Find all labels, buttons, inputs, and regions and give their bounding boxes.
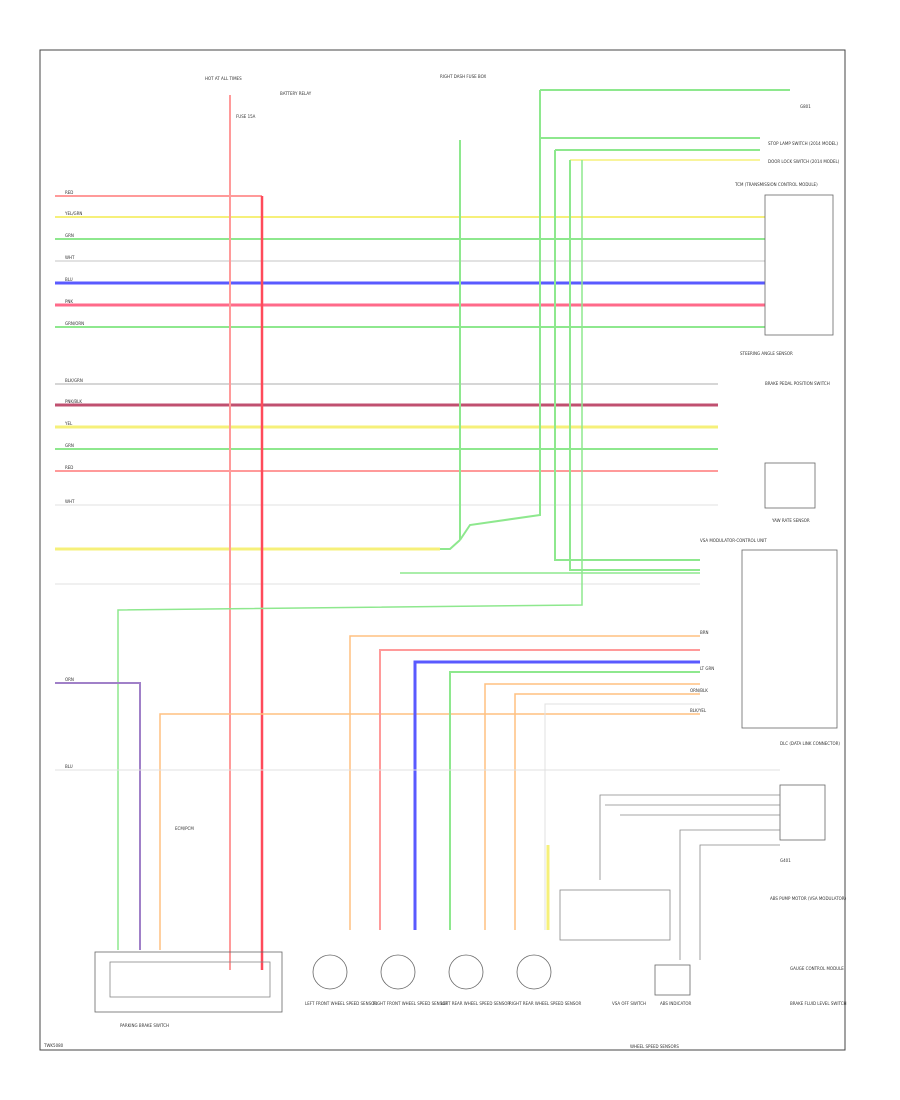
label-parking-brake: PARKING BRAKE SWITCH (120, 1023, 169, 1028)
component-vsa-off (654, 964, 691, 996)
label-right-rear: RIGHT REAR WHEEL SPEED SENSOR (509, 1001, 581, 1006)
wirelabel-pink-blk: PNK/BLK (65, 399, 82, 404)
wire-orange (159, 713, 700, 950)
label-fuse: FUSE 15A (236, 114, 256, 119)
component-vsa (741, 549, 838, 729)
wire-bundle (55, 195, 765, 585)
component-tcm (764, 194, 834, 336)
wirelabel-green: GRN (65, 233, 74, 238)
wirelabel-pink: PNK (65, 299, 73, 304)
label-relay: BATTERY RELAY (280, 91, 312, 96)
label-left-rear: LEFT REAR WHEEL SPEED SENSOR (441, 1001, 510, 1006)
label-ecm: ECM/PCM (175, 826, 194, 831)
wirelabel-yellow: YEL/GRN (64, 211, 82, 216)
wire-lower-right-2 (599, 794, 780, 880)
label-abs-indicator: ABS INDICATOR (660, 1001, 691, 1006)
label-brake-fluid: BRAKE FLUID LEVEL SWITCH (790, 1001, 847, 1006)
label-vsa-off: VSA OFF SWITCH (612, 1001, 646, 1006)
wirelabel-red: RED (65, 190, 73, 195)
label-steering: STEERING ANGLE SENSOR (740, 351, 793, 356)
label-g401: G401 (780, 858, 791, 863)
label-tcm: TCM (TRANSMISSION CONTROL MODULE) (734, 182, 818, 187)
wirelabel-grn2: GRN (65, 443, 74, 448)
label-brake-switch: BRAKE PEDAL POSITION SWITCH (765, 381, 830, 386)
wirelabel-lt-grn: LT GRN (700, 666, 714, 671)
label-left-front: LEFT FRONT WHEEL SPEED SENSOR (305, 1001, 377, 1006)
wire-sensor-5 (484, 683, 700, 930)
wirelabel-blk-grn: BLK/GRN (65, 378, 83, 383)
label-yaw: YAW RATE SENSOR (771, 518, 810, 523)
wheel-sensor-left-rear (448, 954, 484, 990)
label-top-right-ground: G801 (800, 104, 811, 109)
label-abs-motor: ABS PUMP MOTOR (VSA MODULATOR) (770, 896, 847, 901)
wire-sensor-7 (544, 703, 700, 930)
component-left-switch-inner (109, 961, 271, 998)
wirelabel-blu2: BLU (65, 764, 73, 769)
wire-white-down (117, 160, 583, 950)
wire-green-loop (459, 90, 541, 541)
component-abs-box (559, 889, 671, 941)
wire-sensor-2 (379, 649, 700, 930)
wheel-sensor-group (312, 954, 552, 990)
label-upper-switch: STOP LAMP SWITCH (2014 MODEL) (768, 141, 838, 146)
label-vsa: VSA MODULATOR-CONTROL UNIT (700, 538, 767, 543)
label-gauge: GAUGE CONTROL MODULE (790, 966, 844, 971)
wirelabel-yel: YEL (64, 421, 73, 426)
wire-sensor-1 (349, 635, 700, 930)
wirelabel-wht2: WHT (65, 499, 75, 504)
component-dlc (779, 784, 826, 841)
wheel-sensor-right-front (380, 954, 416, 990)
wirelabel-green2: GRN/ORN (65, 321, 84, 326)
wirelabel-white: WHT (65, 255, 75, 260)
label-dlc: DLC (DATA LINK CONNECTOR) (780, 741, 840, 746)
wirelabel-blk-yel: BLK/YEL (690, 708, 707, 713)
component-left-switch (94, 951, 283, 1013)
label-lower-switch: DOOR LOCK SWITCH (2014 MODEL) (768, 159, 840, 164)
wirelabel-orn: ORN (65, 677, 74, 682)
wire-purple (55, 682, 141, 950)
wirelabel-org-blk: ORN/BLK (690, 688, 708, 693)
wire-sensor-3 (413, 660, 700, 930)
wheel-sensor-left-front (312, 954, 348, 990)
wire-green-down-1 (554, 150, 700, 561)
label-hot: HOT AT ALL TIMES (205, 76, 242, 81)
diagram-frame (39, 49, 846, 1051)
wirelabel-brn: BRN (700, 630, 709, 635)
wire-green-jumper (440, 539, 461, 550)
wire-lower-right-5 (679, 829, 780, 960)
wheel-sensor-right-rear (516, 954, 552, 990)
wire-sensor-4 (449, 671, 700, 930)
label-right-front: RIGHT FRONT WHEEL SPEED SENSOR (373, 1001, 448, 1006)
label-right-fuse: RIGHT DASH FUSE BOX (440, 74, 486, 79)
wirelabel-red2: RED (65, 465, 73, 470)
wire-green-down-2 (569, 160, 700, 571)
footer-label: TWK5080 (43, 1043, 64, 1048)
wirelabel-blue: BLU (65, 277, 73, 282)
component-yaw-sensor (764, 462, 816, 509)
wire-sensor-6 (514, 693, 700, 930)
label-gauge-title: WHEEL SPEED SENSORS (630, 1044, 679, 1049)
wire-lower-right-6 (699, 844, 780, 960)
